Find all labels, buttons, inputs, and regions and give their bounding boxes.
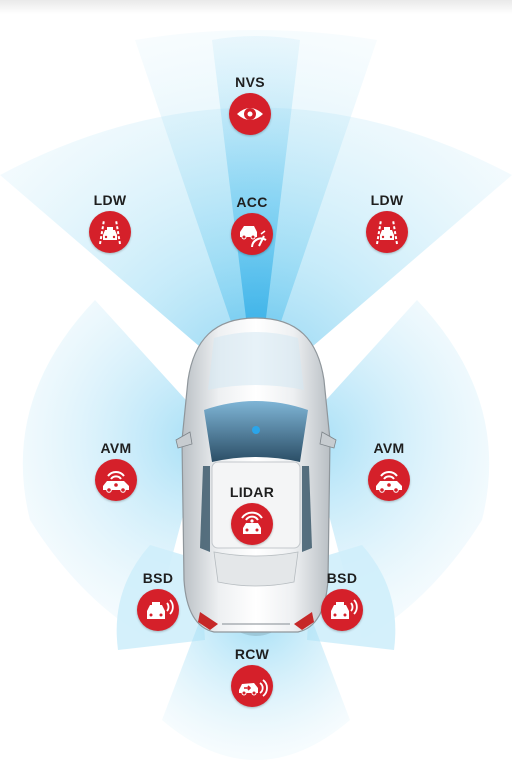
lane-departure-icon xyxy=(366,211,408,253)
lidar-car-icon xyxy=(231,503,273,545)
sensor-badge-ldw-right: LDW xyxy=(347,192,427,253)
sensor-label-lidar: LIDAR xyxy=(229,484,275,500)
sensor-label-avm-left: AVM xyxy=(100,440,132,456)
blind-spot-icon xyxy=(137,589,179,631)
sensor-badge-acc: ACC xyxy=(212,194,292,255)
sensor-label-ldw-left: LDW xyxy=(93,192,127,208)
sensor-badge-avm-right: AVM xyxy=(349,440,429,501)
blind-spot-icon xyxy=(321,589,363,631)
sensor-label-ldw-right: LDW xyxy=(370,192,404,208)
sensor-label-rcw: RCW xyxy=(234,646,270,662)
around-view-icon xyxy=(95,459,137,501)
sensor-badge-avm-left: AVM xyxy=(76,440,156,501)
sensor-badge-lidar: LIDAR xyxy=(212,484,292,545)
sensor-badge-nvs: NVS xyxy=(210,74,290,135)
lane-departure-icon xyxy=(89,211,131,253)
vehicle-top-view xyxy=(175,317,337,636)
adaptive-cruise-icon xyxy=(231,213,273,255)
sensor-badge-rcw: RCW xyxy=(212,646,292,707)
sensor-label-bsd-left: BSD xyxy=(142,570,174,586)
eye-icon xyxy=(229,93,271,135)
sensor-label-nvs: NVS xyxy=(235,74,265,90)
sensor-badge-bsd-right: BSD xyxy=(302,570,382,631)
rear-collision-icon xyxy=(231,665,273,707)
around-view-icon xyxy=(368,459,410,501)
sensor-badge-ldw-left: LDW xyxy=(70,192,150,253)
sensor-label-avm-right: AVM xyxy=(373,440,405,456)
sensor-label-bsd-right: BSD xyxy=(326,570,358,586)
sensor-badge-bsd-left: BSD xyxy=(118,570,198,631)
sensor-label-acc: ACC xyxy=(236,194,268,210)
